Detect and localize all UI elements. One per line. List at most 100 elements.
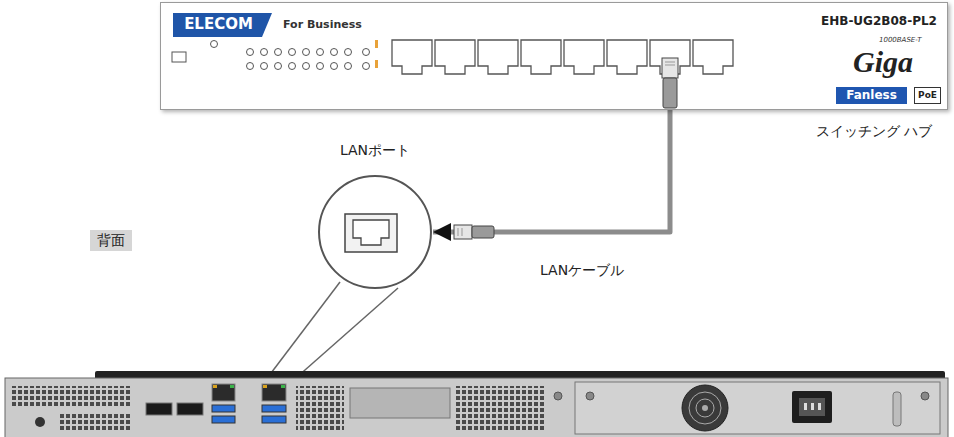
lan-cable (433, 110, 670, 232)
led (303, 63, 310, 70)
usb-port (262, 416, 286, 423)
nas-rear (5, 371, 948, 437)
led-panel (172, 40, 378, 70)
led (331, 63, 338, 70)
vent-grid (12, 386, 130, 408)
rj45-ports (392, 40, 733, 74)
rj45-port (607, 40, 647, 74)
led (289, 49, 296, 56)
edge-label: LANケーブル (540, 262, 624, 278)
led (247, 49, 254, 56)
plug-contacts (462, 228, 463, 236)
rj45-plug (662, 58, 678, 108)
led (261, 63, 268, 70)
port-led (213, 385, 217, 388)
rj45-port (478, 40, 518, 74)
lan-port-opening (353, 220, 389, 245)
psu-handle (893, 392, 901, 426)
node-text: For Business (283, 19, 362, 32)
led (345, 49, 352, 56)
led (289, 63, 296, 70)
node-text: EHB-UG2B08-PL2 (821, 15, 937, 29)
vent-grid (60, 412, 130, 432)
poe-badge: PoE (914, 87, 941, 104)
switching-hub: For Business EHB-UG2B08-PL2 1000BASE-TGiga… (160, 2, 948, 110)
brand-badge: ELECOM (173, 13, 272, 37)
led (345, 63, 352, 70)
node-text: スイッチング ハブ (816, 123, 932, 139)
plug-contacts (665, 62, 675, 63)
node-text: 背面 (97, 232, 125, 248)
badge-fill (173, 13, 272, 37)
screw (921, 392, 929, 400)
node-text: ELECOM (184, 16, 253, 33)
lan-port-icon (345, 214, 397, 252)
usb-port (212, 405, 235, 412)
led (275, 49, 282, 56)
vent-grid (456, 386, 544, 432)
text-slot: For Business (283, 19, 362, 32)
text-slot: 背面 (90, 230, 132, 251)
led (331, 49, 338, 56)
fan (682, 385, 728, 431)
plug-body (454, 225, 472, 239)
node-text: 1000BASE-T (879, 36, 922, 44)
sfp-port (177, 403, 203, 415)
led-marker (375, 40, 378, 48)
text-slot: ELECOM (173, 13, 272, 37)
loop-switch (172, 52, 186, 62)
pcie-cover (350, 388, 450, 418)
reset-hole (35, 417, 45, 427)
rj45-port (564, 40, 604, 74)
port-led (263, 385, 267, 388)
led (211, 41, 218, 48)
plug-boot (663, 78, 677, 108)
vent-grid (296, 386, 344, 432)
screw (586, 392, 594, 400)
led (247, 63, 254, 70)
led (363, 49, 370, 56)
text-slot: 1000BASE-T (879, 36, 922, 44)
rj45-port (693, 40, 733, 74)
leader-line (262, 282, 340, 385)
plug-body (662, 58, 678, 78)
port-led (281, 385, 285, 388)
text-slot: スイッチング ハブ (816, 123, 932, 139)
plug-contacts (665, 65, 675, 66)
power-socket (799, 398, 825, 416)
plug-boot (472, 226, 494, 238)
text-slot: PoE (915, 88, 940, 103)
fan-hub (702, 405, 708, 411)
fan-grill (689, 392, 721, 424)
usb-port (212, 416, 235, 423)
node-text: PoE (918, 90, 937, 100)
rj45-port (392, 40, 432, 74)
view-tag: 背面 (90, 230, 132, 251)
psu-plate (575, 382, 940, 434)
led (317, 63, 324, 70)
power-inlet (792, 391, 832, 423)
nas-body (5, 378, 948, 437)
led-marker (375, 60, 378, 68)
leader-line (288, 288, 398, 385)
text-slot: LANポート (317, 142, 433, 158)
rj45-port (435, 40, 475, 74)
screw (554, 392, 562, 400)
node-text: Giga (853, 45, 913, 80)
node-text: LANポート (317, 142, 433, 158)
callout-outline (319, 176, 431, 288)
sfp-port (146, 403, 172, 415)
usb-port (262, 405, 286, 412)
text-slot: Giga (853, 45, 913, 80)
text-slot: Fanless (836, 87, 907, 104)
edge-label-slot: LANケーブル (540, 262, 624, 278)
led (275, 63, 282, 70)
led (363, 63, 370, 70)
rj45-port (521, 40, 561, 74)
lan-port (212, 384, 235, 401)
lan-port (262, 384, 286, 401)
